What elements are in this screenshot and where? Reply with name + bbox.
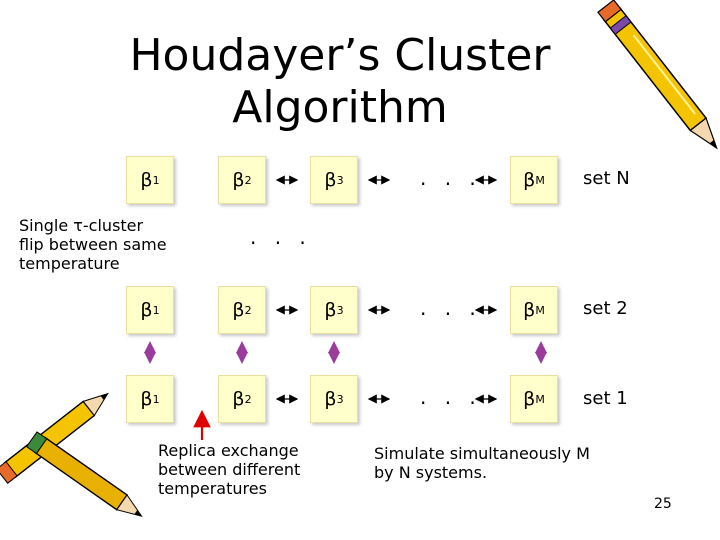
slide-title: Houdayer’s Cluster Algorithm (80, 30, 600, 134)
pencil-icon (597, 0, 718, 150)
crossed-pencils-icon (0, 392, 143, 517)
set-2-label: set 2 (583, 298, 628, 319)
single-cluster-note: Single τ-cluster flip between same tempe… (19, 216, 167, 273)
replica-exchange-note: Replica exchange between different tempe… (158, 441, 301, 498)
simulate-note: Simulate simultaneously M by N systems. (374, 444, 590, 482)
row-ellipsis-set-n: . . . (420, 166, 482, 190)
page-number: 25 (654, 496, 672, 512)
title-line-1: Houdayer’s Cluster (129, 30, 551, 81)
set-1-label: set 1 (583, 388, 628, 409)
row-ellipsis-set-2: . . . (420, 296, 482, 320)
title-line-2: Algorithm (232, 82, 448, 133)
middle-ellipsis: . . . (250, 225, 312, 249)
set-n-label: set N (583, 168, 630, 189)
row-ellipsis-set-1: . . . (420, 385, 482, 409)
